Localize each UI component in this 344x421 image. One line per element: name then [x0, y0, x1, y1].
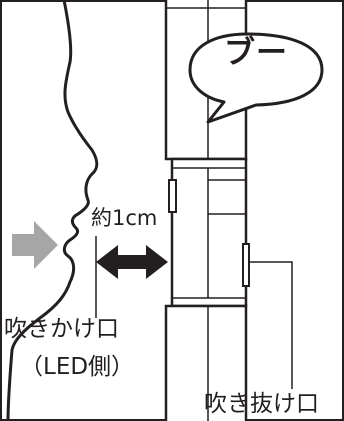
middle-section: [170, 157, 248, 308]
speech-bubble: [188, 32, 324, 124]
outlet-leader-line: [249, 261, 293, 389]
bubble-text: ブー: [224, 35, 288, 71]
outlet-label: 吹き抜け口: [204, 391, 319, 417]
outlet-port: [242, 243, 250, 287]
inlet-label: 吹きかけ口: [4, 316, 119, 342]
distance-label: 約1cm: [91, 206, 158, 230]
distance-arrow: [96, 245, 168, 279]
lower-tube: [164, 304, 248, 421]
breath-arrow: [12, 221, 58, 269]
inlet-sublabel: （LED側）: [20, 354, 135, 380]
face-profile: [6, 0, 99, 421]
inlet-port: [168, 179, 177, 213]
